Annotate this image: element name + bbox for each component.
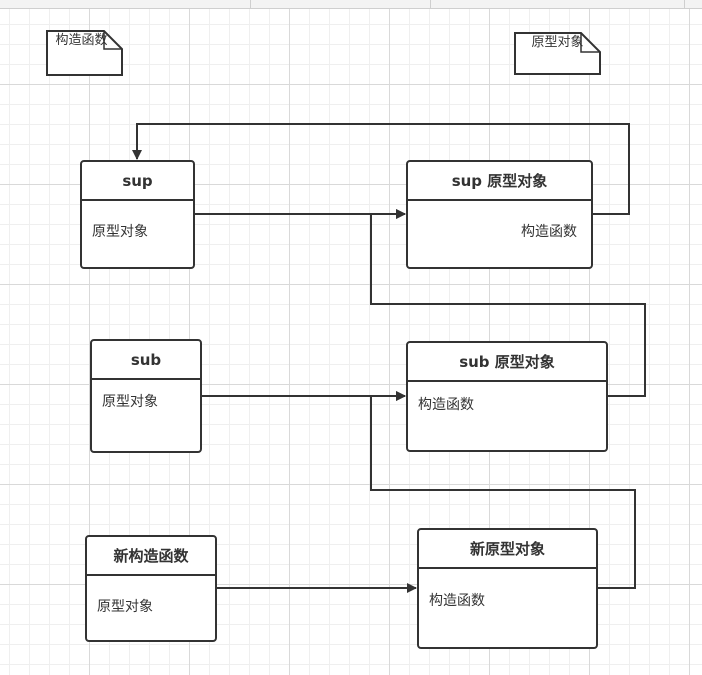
edge-sup-proto-constructor[interactable] xyxy=(132,123,630,215)
box-sub-proto-body: 构造函数 xyxy=(418,397,474,413)
box-sup-proto-body: 构造函数 xyxy=(521,224,577,240)
box-new-proto[interactable]: 新原型对象 构造函数 xyxy=(417,528,598,649)
box-sup-proto[interactable]: sup 原型对象 构造函数 xyxy=(406,160,593,269)
box-new-proto-body: 构造函数 xyxy=(429,593,485,609)
box-sub-proto[interactable]: sub 原型对象 构造函数 xyxy=(406,341,608,452)
box-sup-title: sup xyxy=(82,162,193,201)
box-sub-body: 原型对象 xyxy=(102,394,158,410)
box-sup-body: 原型对象 xyxy=(92,224,148,240)
box-sub[interactable]: sub 原型对象 xyxy=(90,339,202,453)
note-constructor-text: 构造函数 xyxy=(55,33,108,48)
note-constructor[interactable]: 构造函数 xyxy=(46,30,123,76)
box-new-ctor-title: 新构造函数 xyxy=(87,537,215,576)
box-new-ctor[interactable]: 新构造函数 原型对象 xyxy=(85,535,217,642)
box-sup[interactable]: sup 原型对象 xyxy=(80,160,195,269)
note-prototype-text: 原型对象 xyxy=(531,35,584,50)
note-prototype[interactable]: 原型对象 xyxy=(514,32,601,75)
box-sub-title: sub xyxy=(92,341,200,380)
ruler-bar xyxy=(0,0,702,9)
box-new-proto-title: 新原型对象 xyxy=(419,530,596,569)
box-sup-proto-title: sup 原型对象 xyxy=(408,162,591,201)
edge-sub-proto-constructor[interactable] xyxy=(370,209,646,397)
box-new-ctor-body: 原型对象 xyxy=(97,599,153,615)
box-sub-proto-title: sub 原型对象 xyxy=(408,343,606,382)
edge-new-proto-constructor[interactable] xyxy=(370,391,636,589)
